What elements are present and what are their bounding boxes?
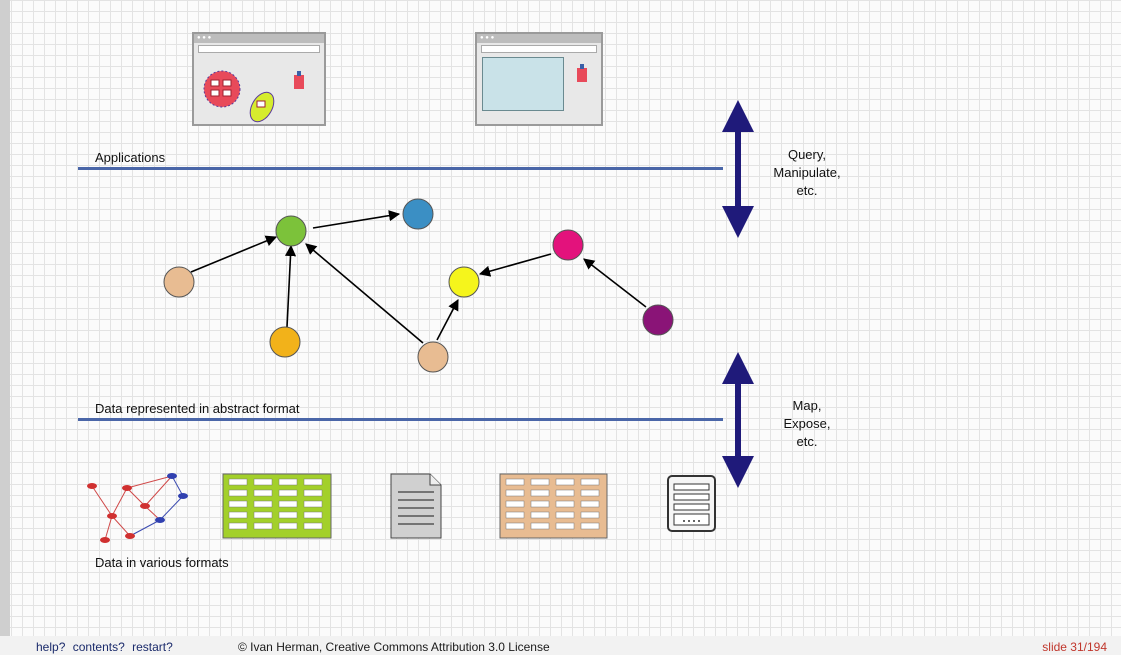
mashup-graphics	[203, 70, 304, 123]
mashup-icon	[577, 64, 587, 82]
double-arrow-top	[722, 100, 754, 238]
window-titlebar: ● ● ●	[477, 34, 601, 43]
help-link[interactable]: help?	[36, 640, 66, 654]
license-text: © Ivan Herman, Creative Commons Attribut…	[238, 640, 550, 654]
node-peach-left	[163, 266, 195, 298]
table-cell	[228, 500, 248, 508]
table-cell	[278, 522, 298, 530]
window-address-bar	[198, 45, 320, 53]
double-arrow-bottom	[722, 352, 754, 488]
abstract-format-label: Data represented in abstract format	[95, 401, 300, 416]
side-bottom-line-2: Expose,	[783, 416, 831, 431]
table-cell	[303, 478, 323, 486]
slide-counter: slide 31/194	[1042, 640, 1107, 654]
abstract-divider	[78, 418, 723, 421]
restart-link[interactable]: restart?	[132, 640, 173, 654]
map-expose-text: Map, Expose, etc.	[762, 397, 852, 451]
footer-nav: help? contents? restart?	[36, 640, 177, 654]
window-titlebar: ● ● ●	[194, 34, 324, 43]
table-cell	[278, 500, 298, 508]
table-cell	[228, 511, 248, 519]
table-cell	[555, 478, 575, 486]
edge	[284, 244, 297, 328]
table-cell	[303, 522, 323, 530]
table-cell	[555, 500, 575, 508]
applications-divider	[78, 167, 723, 170]
contents-link[interactable]: contents?	[72, 640, 125, 654]
node-blue	[402, 198, 434, 230]
table-cell	[555, 489, 575, 497]
table-cell	[530, 489, 550, 497]
side-bottom-line-3: etc.	[796, 434, 818, 449]
side-bottom-line-1: Map,	[792, 398, 822, 413]
table-cell	[505, 489, 525, 497]
table-cell	[278, 489, 298, 497]
table-cell	[530, 478, 550, 486]
table-cell	[580, 478, 600, 486]
table-cell	[505, 478, 525, 486]
table-cell	[580, 489, 600, 497]
node-purple	[642, 304, 674, 336]
node-yellow	[448, 266, 480, 298]
edge	[436, 299, 459, 341]
server-icon	[667, 475, 716, 532]
edge	[190, 235, 278, 273]
table-cell	[278, 478, 298, 486]
table-cell	[303, 489, 323, 497]
node-magenta	[552, 229, 584, 261]
table-cell	[530, 522, 550, 530]
document-icon	[390, 473, 442, 539]
table-cell	[505, 511, 525, 519]
network-graph-icon	[87, 473, 188, 543]
edge	[305, 243, 424, 344]
node-green	[275, 215, 307, 247]
browser-window-right: ● ● ●	[475, 32, 603, 126]
table-cell	[228, 478, 248, 486]
table-cell	[253, 511, 273, 519]
table-cell	[580, 522, 600, 530]
table-cell	[530, 500, 550, 508]
table-cell	[505, 500, 525, 508]
various-formats-label: Data in various formats	[95, 555, 229, 570]
table-cell	[555, 511, 575, 519]
footer-bar	[0, 636, 1121, 655]
table-cell	[253, 522, 273, 530]
window-address-bar	[481, 45, 597, 53]
table-cell	[253, 478, 273, 486]
table-cell	[530, 511, 550, 519]
applications-label: Applications	[95, 150, 166, 165]
side-top-line-1: Query,	[787, 147, 827, 162]
side-top-line-3: etc.	[796, 183, 818, 198]
table-cell	[228, 489, 248, 497]
edge	[583, 258, 647, 308]
node-orange	[269, 326, 301, 358]
left-edge-bar	[0, 0, 10, 655]
query-manipulate-text: Query, Manipulate, etc.	[762, 146, 852, 200]
table-cell	[580, 500, 600, 508]
table-cell	[253, 500, 273, 508]
table-cell	[253, 489, 273, 497]
table-icon-lime	[222, 473, 332, 539]
table-cell	[228, 522, 248, 530]
edge	[478, 253, 552, 277]
side-top-line-2: Manipulate,	[773, 165, 841, 180]
table-cell	[580, 511, 600, 519]
table-cell	[505, 522, 525, 530]
table-icon-tan	[499, 473, 608, 539]
edge	[312, 210, 401, 229]
table-cell	[278, 511, 298, 519]
browser-window-left: ● ● ●	[192, 32, 326, 126]
table-cell	[303, 500, 323, 508]
text-panel	[482, 57, 564, 111]
node-peach-bottom	[417, 341, 449, 373]
table-cell	[555, 522, 575, 530]
table-cell	[303, 511, 323, 519]
graph-diagram	[87, 100, 754, 543]
